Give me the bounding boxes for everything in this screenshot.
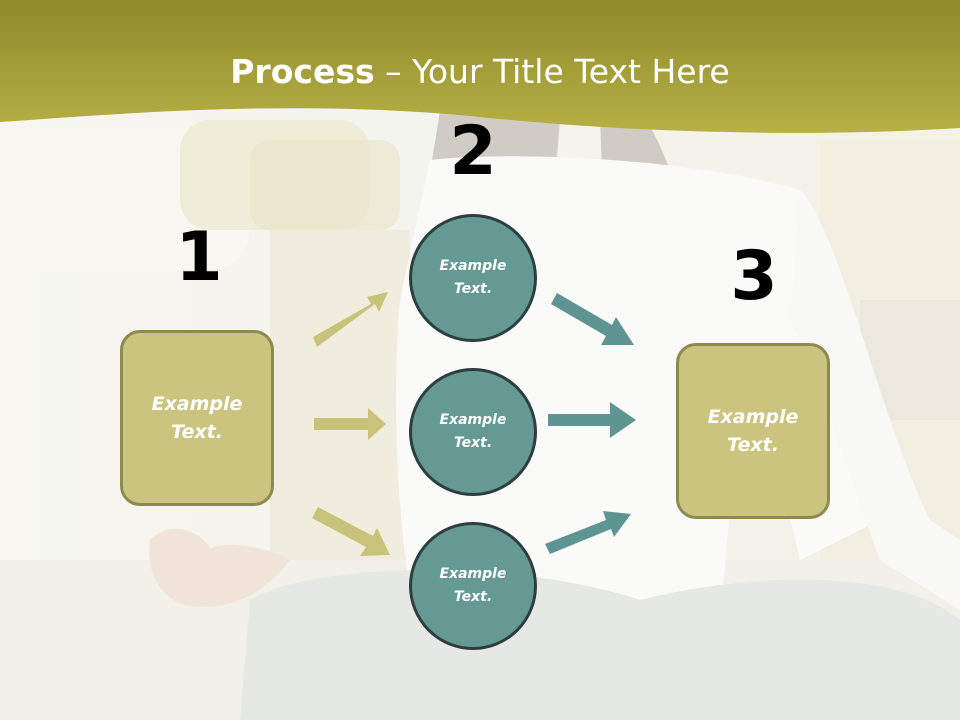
slide-title: Process – Your Title Text Here: [0, 52, 960, 91]
step-number-1: 1: [175, 218, 223, 297]
step-number-3: 3: [730, 237, 778, 316]
step-3-box: Example Text.: [676, 343, 830, 519]
step-1-text: Example Text.: [151, 392, 243, 444]
circle-bottom-text: Example Text.: [439, 565, 507, 605]
arrow-box1-to-circle-middle: [314, 408, 386, 440]
title-bold: Process: [230, 52, 375, 91]
arrow-circle-bottom-to-box3: [545, 511, 631, 554]
arrow-box1-to-circle-bottom: [312, 507, 390, 556]
arrow-circle-middle-to-box3: [548, 402, 636, 438]
arrow-circle-top-to-box3: [551, 293, 634, 345]
circle-top: Example Text.: [409, 214, 537, 342]
circle-bottom: Example Text.: [409, 522, 537, 650]
circle-top-text: Example Text.: [439, 257, 507, 297]
title-rest: – Your Title Text Here: [374, 52, 730, 91]
step-3-text: Example Text.: [707, 405, 799, 457]
step-number-2: 2: [449, 112, 497, 191]
circle-middle: Example Text.: [409, 368, 537, 496]
arrow-box1-to-circle-top: [313, 292, 388, 347]
circle-middle-text: Example Text.: [439, 411, 507, 451]
step-1-box: Example Text.: [120, 330, 274, 506]
